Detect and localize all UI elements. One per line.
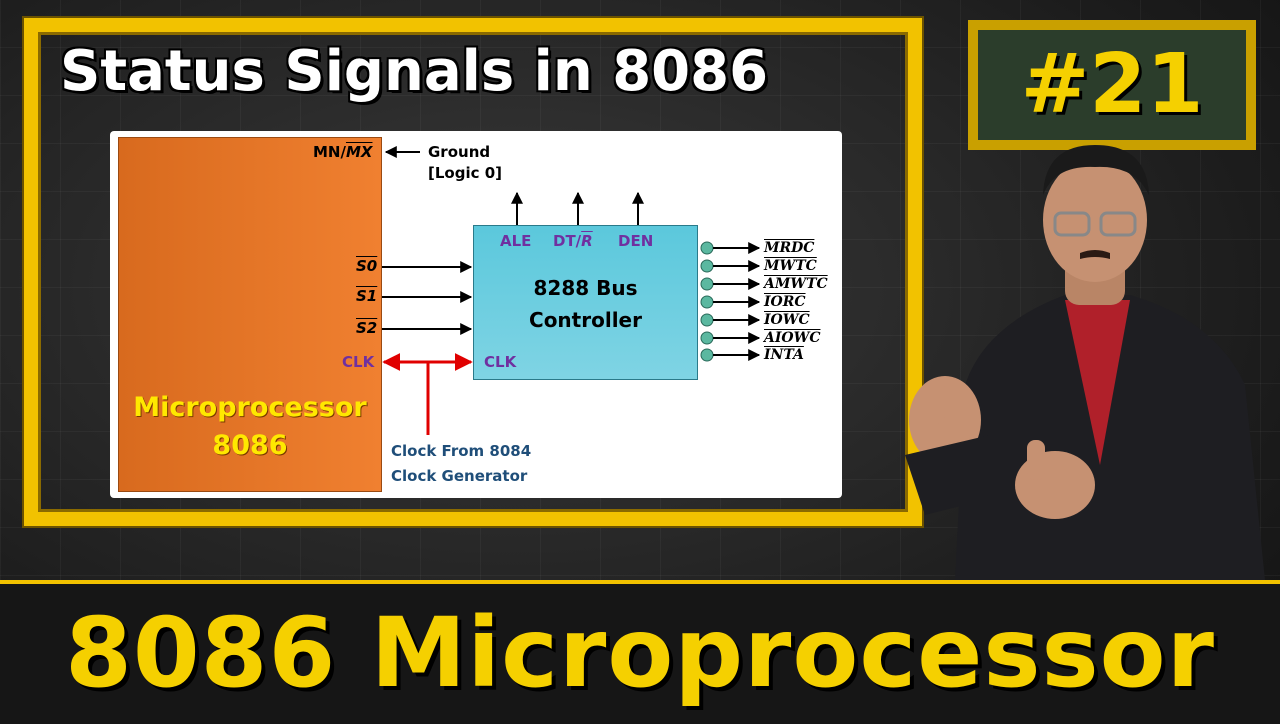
bus-controller-block [473, 225, 698, 380]
ale-label: ALE [500, 232, 532, 250]
mn-mx-label: MN/MX [313, 143, 373, 161]
footer-title: 8086 Microprocessor [65, 597, 1215, 709]
output-inta: INTA [764, 347, 804, 363]
output-iowc: IOWC [764, 312, 810, 328]
s1-label: S1 [356, 287, 378, 305]
output-mrdc: MRDC [764, 240, 815, 256]
s2-label: S2 [356, 319, 378, 337]
microprocessor-label: Microprocessor [133, 392, 367, 423]
output-wires [700, 241, 761, 362]
presenter-image [905, 145, 1265, 580]
output-iorc: IORC [764, 294, 806, 310]
video-title: Status Signals in 8086 [60, 39, 769, 104]
ground-label: Ground [428, 143, 491, 161]
clk-right-label: CLK [484, 353, 517, 371]
den-label: DEN [618, 232, 654, 250]
dtr-label: DT/R [553, 232, 593, 250]
output-amwtc: AMWTC [764, 276, 828, 292]
bus-controller-label: 8288 Bus [533, 276, 638, 300]
output-aiowc: AIOWC [764, 330, 821, 346]
episode-badge: #21 [968, 20, 1256, 150]
episode-number: #21 [1020, 37, 1204, 132]
output-mwtc: MWTC [764, 258, 817, 274]
microprocessor-model: 8086 [212, 430, 288, 461]
logic-0-label: [Logic 0] [428, 164, 503, 182]
clock-generator-label: Clock Generator [391, 467, 528, 485]
footer-bar [0, 580, 1280, 724]
bus-controller-label-2: Controller [529, 308, 642, 332]
clk-left-label: CLK [342, 353, 375, 371]
microprocessor-block [118, 137, 382, 492]
s0-label: S0 [356, 257, 378, 275]
clock-source-label: Clock From 8084 [391, 442, 532, 460]
